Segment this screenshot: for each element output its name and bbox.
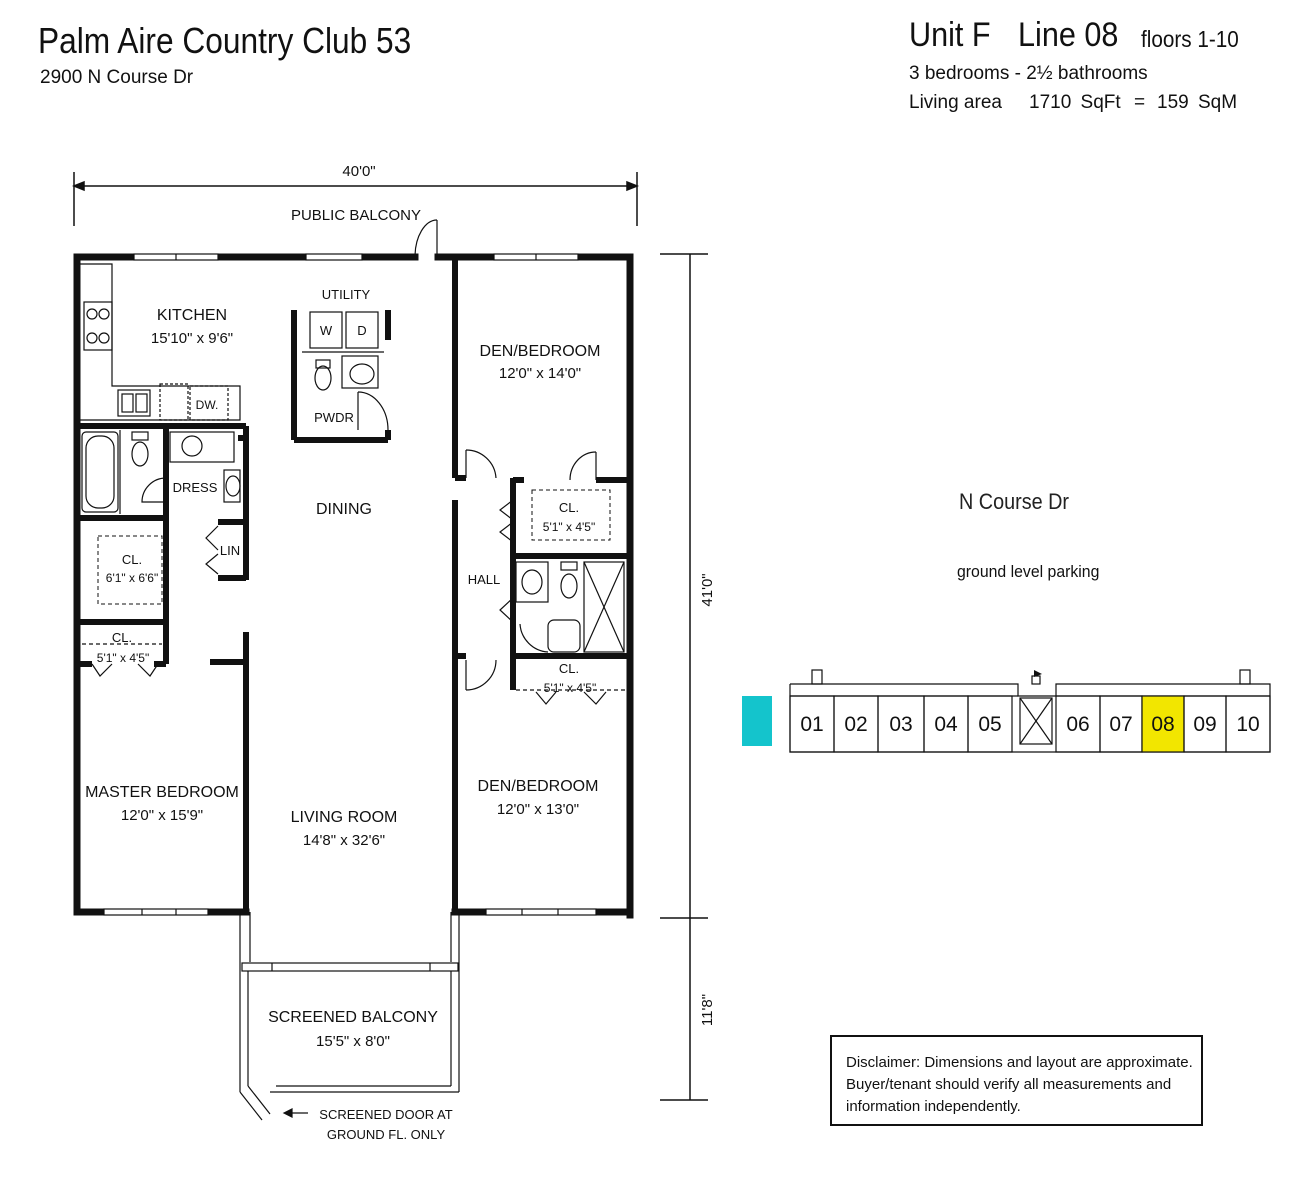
bed-bath-summary: 3 bedrooms - 2½ bathrooms	[909, 63, 1148, 84]
disclaimer-line-2: Buyer/tenant should verify all measureme…	[846, 1076, 1172, 1093]
closet-upper-right-outline	[531, 489, 611, 541]
unit-number-08: 08	[1151, 713, 1174, 736]
living-room-size: 14'8" x 32'6"	[303, 832, 385, 849]
screened-balcony-outline	[239, 912, 460, 1121]
unit-number-07: 07	[1109, 713, 1132, 736]
width-dimension-label: 40'0"	[342, 163, 375, 180]
unit-number-06: 06	[1066, 713, 1089, 736]
utility-fixtures	[302, 311, 389, 431]
unit-strip	[789, 669, 1271, 753]
dress-label: DRESS	[173, 480, 218, 495]
den-upper-size: 12'0" x 14'0"	[499, 365, 581, 382]
living-area-sqft: 1710 SqFt	[1029, 92, 1121, 113]
master-bath-fixtures	[81, 430, 241, 514]
closet-upper-right-name: CL.	[559, 500, 579, 515]
balcony-depth-label: 11'8"	[699, 994, 716, 1026]
master-closet-outline	[97, 535, 163, 605]
screened-door-note-line-1: SCREENED DOOR AT	[319, 1107, 452, 1122]
windows	[103, 253, 597, 916]
width-dimension	[71, 172, 640, 226]
interior-walls	[77, 257, 630, 912]
hall-label: HALL	[468, 572, 501, 587]
den-lower-size: 12'0" x 13'0"	[497, 801, 579, 818]
unit-cell-05	[967, 695, 1013, 753]
unit-number-02: 02	[844, 713, 867, 736]
master-closet-name: CL.	[122, 552, 142, 567]
hall-bath-fixtures	[515, 561, 625, 653]
linen-label: LIN	[220, 543, 240, 558]
line-label: Line 08	[1018, 16, 1119, 54]
kitchen-name: KITCHEN	[157, 307, 227, 324]
unit-number-10: 10	[1236, 713, 1259, 736]
master-closet-size: 6'1" x 6'6"	[106, 571, 158, 585]
closet-upper-right-size: 5'1" x 4'5"	[543, 520, 595, 534]
screened-balcony-size: 15'5" x 8'0"	[316, 1033, 390, 1050]
depth-dimension	[660, 253, 708, 1101]
unit-label: Unit F	[909, 16, 991, 54]
street-label: N Course Dr	[959, 489, 1070, 514]
unit-number-04: 04	[934, 713, 958, 736]
screened-balcony-name: SCREENED BALCONY	[268, 1009, 438, 1026]
living-area-label: Living area	[909, 92, 1002, 113]
kitchen-fixtures	[80, 263, 241, 421]
equals-sign: =	[1134, 92, 1146, 113]
closet-lower-right-doors	[516, 689, 626, 705]
building-address: 2900 N Course Dr	[40, 67, 194, 88]
master-bedroom-size: 12'0" x 15'9"	[121, 807, 203, 824]
kitchen-size: 15'10" x 9'6"	[151, 330, 233, 347]
entrance-flag-icon	[1034, 670, 1042, 677]
living-room-name: LIVING ROOM	[291, 809, 398, 826]
den-upper-name: DEN/BEDROOM	[480, 343, 601, 360]
location-marker	[742, 696, 772, 746]
unit-number-01: 01	[800, 713, 823, 736]
dining-label: DINING	[316, 501, 372, 518]
unit-cell-08	[1141, 695, 1185, 753]
closet-lower-right-size: 5'1" x 4'5"	[544, 681, 596, 695]
disclaimer-line-1: Disclaimer: Dimensions and layout are ap…	[846, 1054, 1193, 1071]
disclaimer-line-3: information independently.	[846, 1098, 1021, 1115]
washer-label: W	[320, 323, 333, 338]
public-balcony-label: PUBLIC BALCONY	[291, 207, 421, 224]
utility-label: UTILITY	[322, 287, 371, 302]
parking-label: ground level parking	[957, 562, 1100, 581]
unit-number-05: 05	[978, 713, 1001, 736]
den-lower-name: DEN/BEDROOM	[478, 778, 599, 795]
depth-dimension-label: 41'0"	[699, 573, 716, 606]
unit-cell-10	[1225, 695, 1271, 753]
master-bedroom-name: MASTER BEDROOM	[85, 784, 239, 801]
screened-door-note-line-2: GROUND FL. ONLY	[327, 1127, 446, 1142]
small-closet-left-doors	[82, 643, 162, 677]
powder-room-label: PWDR	[314, 410, 354, 425]
screened-door-arrow	[282, 1108, 308, 1118]
living-area-sqm: 159 SqM	[1157, 92, 1238, 113]
closet-lower-right-name: CL.	[559, 661, 579, 676]
interior-doors	[465, 449, 597, 691]
unit-cells: 01 02 03 04 05 06 07 08 09 10	[789, 695, 1271, 753]
public-balcony-door	[414, 219, 438, 258]
disclaimer-box: Disclaimer: Dimensions and layout are ap…	[830, 1035, 1203, 1126]
unit-number-09: 09	[1193, 713, 1216, 736]
small-closet-left-size: 5'1" x 4'5"	[97, 651, 149, 665]
linen-closet-doors	[205, 525, 219, 575]
building-title: Palm Aire Country Club 53	[38, 20, 412, 61]
small-closet-left-name: CL.	[112, 630, 132, 645]
unit-number-03: 03	[889, 713, 912, 736]
floors-label: floors 1-10	[1141, 26, 1239, 52]
dryer-label: D	[357, 323, 366, 338]
dishwasher-label: DW.	[196, 398, 219, 412]
